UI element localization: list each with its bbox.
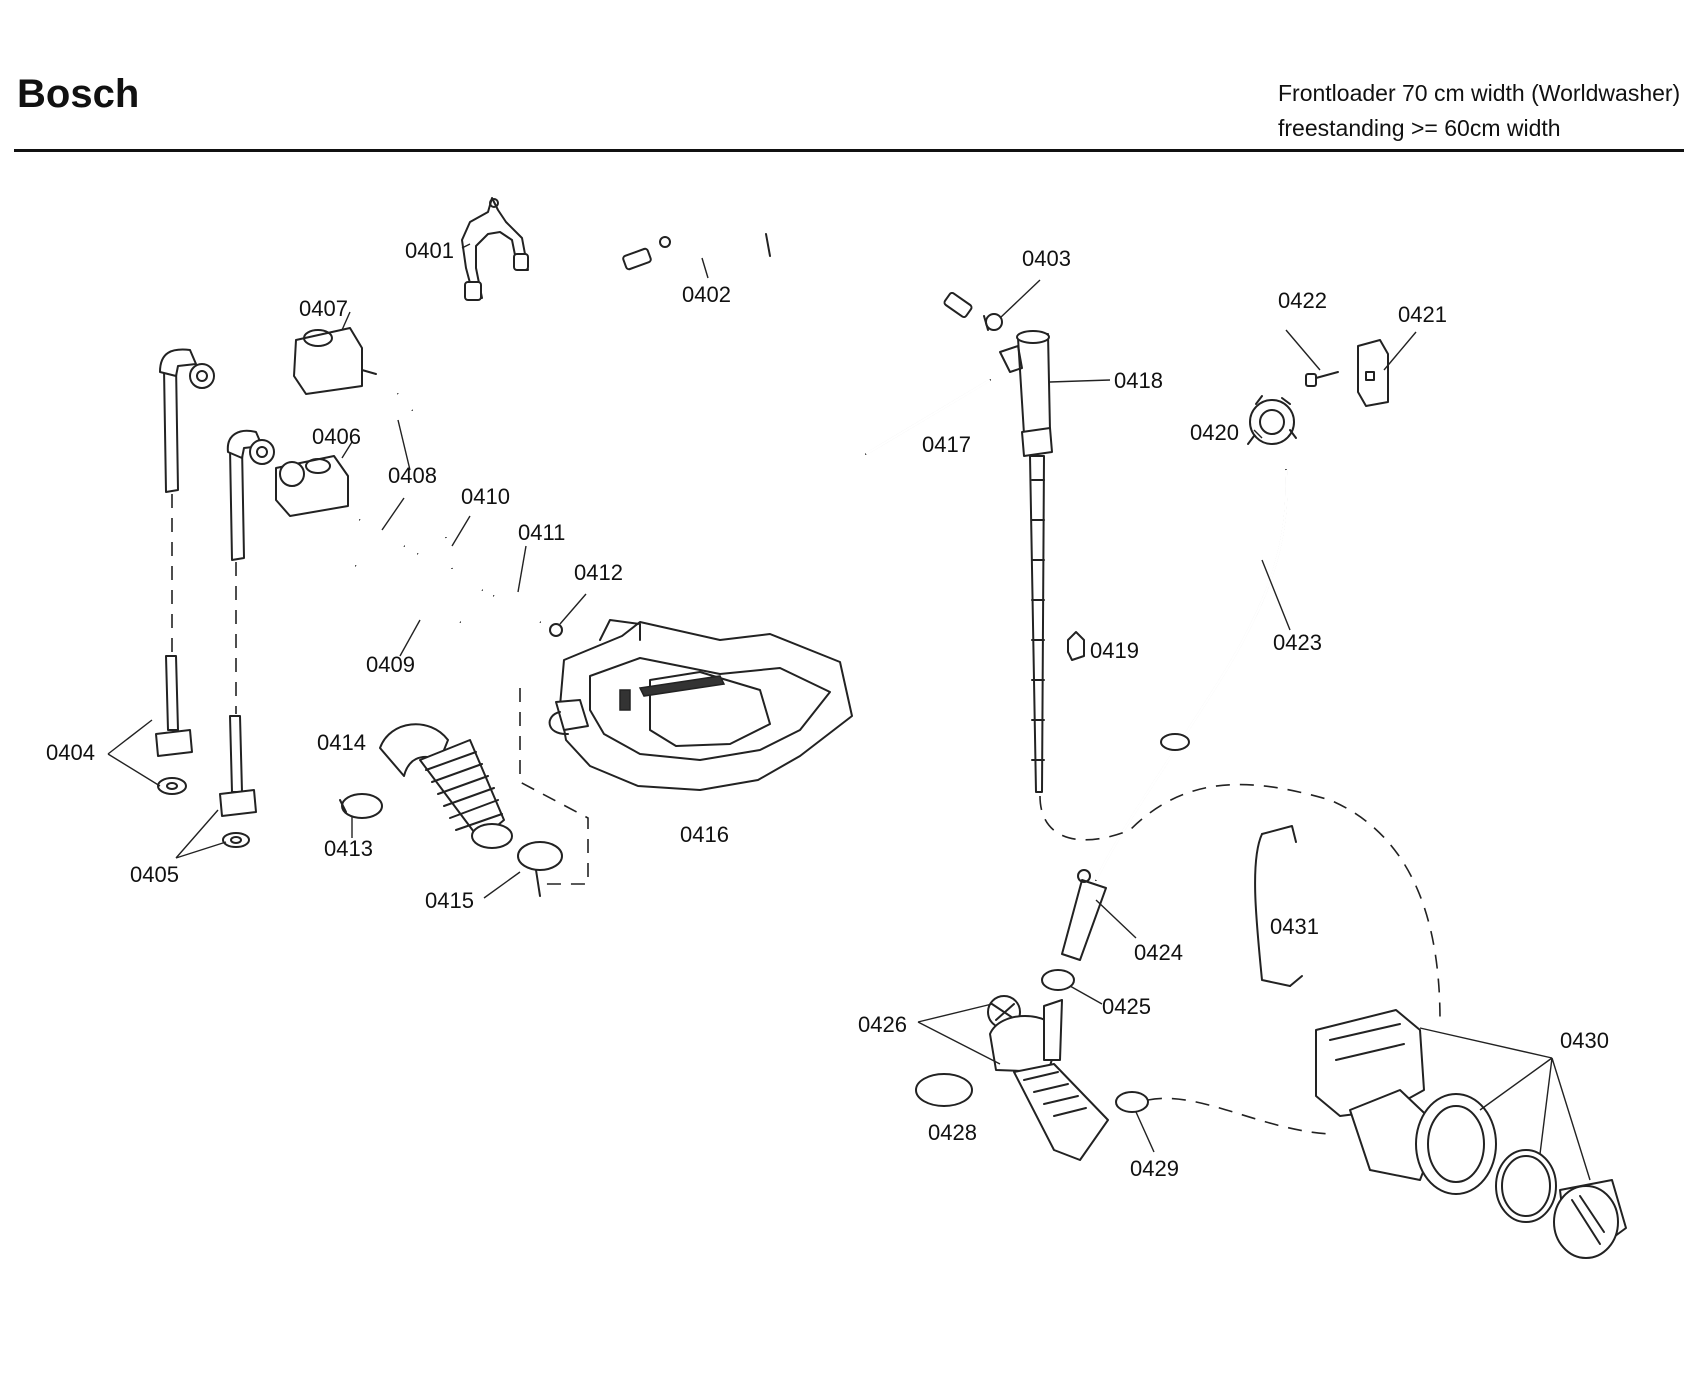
label-0428: 0428 bbox=[928, 1120, 977, 1145]
label-0404: 0404 bbox=[46, 740, 95, 765]
model-line-2: freestanding >= 60cm width bbox=[1278, 115, 1561, 141]
label-0410: 0410 bbox=[461, 484, 510, 509]
part-0414-bellows-hose bbox=[379, 723, 513, 849]
label-0411: 0411 bbox=[518, 520, 565, 545]
part-0406-valve bbox=[275, 455, 349, 517]
label-0407: 0407 bbox=[299, 296, 348, 321]
label-0412: 0412 bbox=[574, 560, 623, 585]
label-0431: 0431 bbox=[1270, 914, 1319, 939]
part-0418-pressure-chamber bbox=[999, 330, 1053, 793]
label-0419: 0419 bbox=[1090, 638, 1139, 663]
dash-0429-pump bbox=[1147, 1097, 1331, 1135]
label-0430: 0430 bbox=[1560, 1028, 1609, 1053]
model-description: Frontloader 70 cm width (Worldwasher) fr… bbox=[1278, 76, 1680, 146]
label-0405: 0405 bbox=[130, 862, 179, 887]
label-0414: 0414 bbox=[317, 730, 366, 755]
leader-lines bbox=[107, 243, 1591, 1181]
part-0403-clip bbox=[983, 313, 1003, 331]
part-0413-clamp bbox=[339, 793, 383, 819]
label-0426: 0426 bbox=[858, 1012, 907, 1037]
model-line-1: Frontloader 70 cm width (Worldwasher) bbox=[1278, 80, 1681, 106]
part-0424-air-trap bbox=[1061, 869, 1107, 961]
label-0423: 0423 bbox=[1273, 630, 1322, 655]
label-0409: 0409 bbox=[366, 652, 415, 677]
dash-0418-pump bbox=[1039, 783, 1441, 1021]
label-0413: 0413 bbox=[324, 836, 373, 861]
part-0422-screw bbox=[1305, 371, 1339, 387]
label-0401: 0401 bbox=[405, 238, 454, 263]
part-0411-tube bbox=[492, 592, 542, 626]
part-0401-y-connector bbox=[461, 197, 529, 301]
label-0416: 0416 bbox=[680, 822, 729, 847]
label-0402: 0402 bbox=[682, 282, 731, 307]
label-0415: 0415 bbox=[425, 888, 474, 913]
label-0422: 0422 bbox=[1278, 288, 1327, 313]
part-0419-clip bbox=[1067, 631, 1085, 661]
part-0430-drain-pump bbox=[1315, 1009, 1627, 1259]
part-0416-dispenser bbox=[548, 619, 853, 791]
dash-0416 bbox=[519, 688, 589, 885]
label-0420: 0420 bbox=[1190, 420, 1239, 445]
part-0423-hose bbox=[1094, 469, 1288, 881]
part-0407-valve bbox=[293, 327, 377, 395]
label-0406: 0406 bbox=[312, 424, 361, 449]
label-0421: 0421 bbox=[1398, 302, 1447, 327]
label-0424: 0424 bbox=[1134, 940, 1183, 965]
label-0418: 0418 bbox=[1114, 368, 1163, 393]
part-0421-bracket bbox=[1357, 339, 1389, 407]
part-0426-sump bbox=[987, 995, 1063, 1073]
part-0417-rod bbox=[865, 378, 991, 456]
part-0420-pressure-switch bbox=[1247, 395, 1297, 445]
part-0410-t-connector bbox=[416, 537, 484, 594]
part-0425-clamp bbox=[1041, 969, 1075, 991]
part-0402-hose bbox=[622, 233, 973, 319]
part-0431-bracket bbox=[1254, 825, 1303, 987]
label-0403: 0403 bbox=[1022, 246, 1071, 271]
part-0405-inlet-hose bbox=[219, 429, 275, 848]
label-0417: 0417 bbox=[922, 432, 971, 457]
part-0428-clamp bbox=[915, 1073, 973, 1107]
part-0429-clamp bbox=[1115, 1091, 1149, 1113]
label-0425: 0425 bbox=[1102, 994, 1151, 1019]
label-0408: 0408 bbox=[388, 463, 437, 488]
part-0415-clamp bbox=[517, 841, 563, 897]
label-0429: 0429 bbox=[1130, 1156, 1179, 1181]
brand-title: Bosch bbox=[17, 72, 140, 116]
part-0409-tube bbox=[354, 562, 462, 626]
part-0412-clamp bbox=[549, 623, 563, 637]
part-0408-tube bbox=[357, 392, 414, 550]
part-0427-drain-hose bbox=[1013, 1063, 1109, 1161]
header-divider bbox=[14, 149, 1684, 152]
part-0404-inlet-hose bbox=[155, 348, 215, 795]
